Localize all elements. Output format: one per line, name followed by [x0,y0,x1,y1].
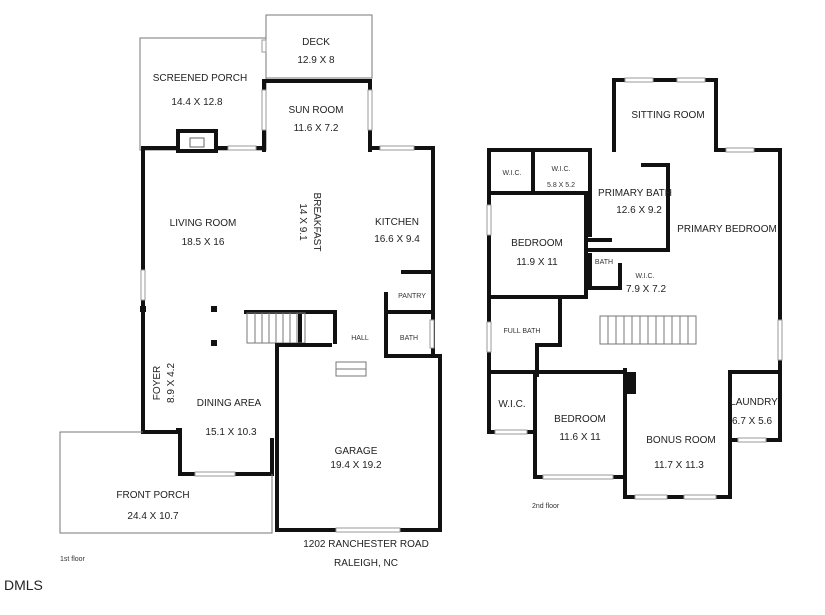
room-bonus-room-name: BONUS ROOM [646,435,715,446]
address-line2: RALEIGH, NC [334,558,398,569]
room-garage-name: GARAGE [335,446,378,457]
room-breakfast-name: BREAKFAST [311,193,322,252]
floor2-stairs [599,315,697,345]
room-front-porch-name: FRONT PORCH [116,490,189,501]
room-breakfast-dims: 14 X 9.1 [297,203,308,241]
room-kitchen-dims: 16.6 X 9.4 [374,234,420,245]
room-wic-2-name: W.I.C. [551,166,570,173]
room-full-bath-name: FULL BATH [504,328,541,335]
room-wic-1-name: W.I.C. [502,170,521,177]
room-foyer-name: FOYER [152,366,163,400]
floor1-walls [59,14,442,534]
room-garage-dims: 19.4 X 19.2 [330,460,382,471]
room-pantry-name: PANTRY [398,293,426,300]
room-primary-bath-name: PRIMARY BATH [598,188,672,199]
room-primary-bath-dims: 12.6 X 9.2 [616,205,662,216]
floor2-walls [486,77,783,500]
room-primary-bedroom-name: PRIMARY BEDROOM [677,224,777,235]
room-dining-area-name: DINING AREA [197,398,262,409]
room-sun-room-name: SUN ROOM [289,105,344,116]
room-deck-name: DECK [302,37,330,48]
room-living-room-dims: 18.5 X 16 [182,237,225,248]
room-wic-4-name: W.I.C. [498,399,525,410]
floor2-caption: 2nd floor [532,503,560,510]
room-wic-2-dims: 5.8 X 5.2 [547,182,575,189]
room-foyer-dims: 8.9 X 4.2 [166,363,177,403]
room-wic-3-name: W.I.C. [635,273,654,280]
room-bedroom-1-dims: 11.9 X 11 [516,257,558,268]
room-living-room-name: LIVING ROOM [170,218,237,229]
room-bath-name: BATH [400,335,418,342]
room-bath-2-name: BATH [595,259,613,266]
room-bedroom-2-dims: 11.6 X 11 [559,432,601,443]
room-wic-3-dims: 7.9 X 7.2 [626,284,666,295]
room-bedroom-2-name: BEDROOM [554,414,606,425]
room-laundry-name: LAUNDRY [730,397,778,408]
room-bedroom-1-name: BEDROOM [511,238,563,249]
room-sun-room-dims: 11.6 X 7.2 [294,123,339,134]
room-dining-area-dims: 15.1 X 10.3 [205,427,257,438]
floor1-stairs [246,312,306,344]
logo: DMLS [4,577,43,593]
room-deck-dims: 12.9 X 8 [297,55,335,66]
room-screened-porch-dims: 14.4 X 12.8 [171,97,223,108]
room-screened-porch-name: SCREENED PORCH [153,73,247,84]
room-hall-name: HALL [351,335,369,342]
room-laundry-dims: 6.7 X 5.6 [732,416,772,427]
address-line1: 1202 RANCHESTER ROAD [303,539,429,550]
floor1-labels: DECK 12.9 X 8 SCREENED PORCH 14.4 X 12.8… [60,37,426,563]
room-front-porch-dims: 24.4 X 10.7 [127,511,179,522]
room-sitting-room-name: SITTING ROOM [631,110,704,121]
floor1-caption: 1st floor [60,556,86,563]
floor2-labels: SITTING ROOM W.I.C. W.I.C. 5.8 X 5.2 PRI… [498,110,778,510]
room-bonus-room-dims: 11.7 X 11.3 [654,460,704,471]
room-kitchen-name: KITCHEN [375,217,419,228]
